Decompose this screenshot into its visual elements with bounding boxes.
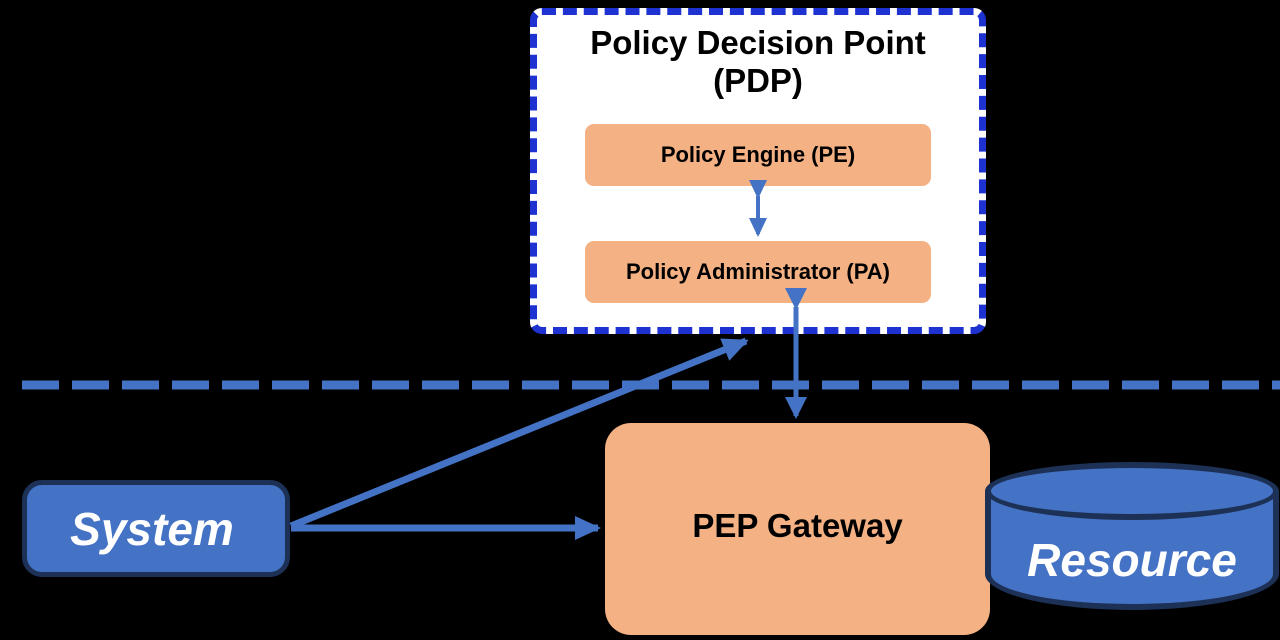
policy-administrator-box: Policy Administrator (PA) [585,241,931,303]
resource-cylinder-top [985,462,1279,520]
resource-label: Resource [1027,534,1237,586]
policy-engine-label: Policy Engine (PE) [660,142,856,167]
pep-gateway-box: PEP Gateway [605,423,990,635]
resource-cylinder: Resource [985,462,1279,612]
pdp-container: Policy Decision Point (PDP) Policy Engin… [530,8,986,334]
system-box: System [22,480,290,577]
pdp-title-line1: Policy Decision Point [590,24,926,61]
policy-administrator-label: Policy Administrator (PA) [625,259,891,284]
policy-engine-box: Policy Engine (PE) [585,124,931,186]
pdp-title-line2: (PDP) [713,62,803,99]
pdp-title: Policy Decision Point (PDP) [537,24,979,100]
system-label: System [70,502,234,555]
pep-gateway-label: PEP Gateway [692,507,903,544]
